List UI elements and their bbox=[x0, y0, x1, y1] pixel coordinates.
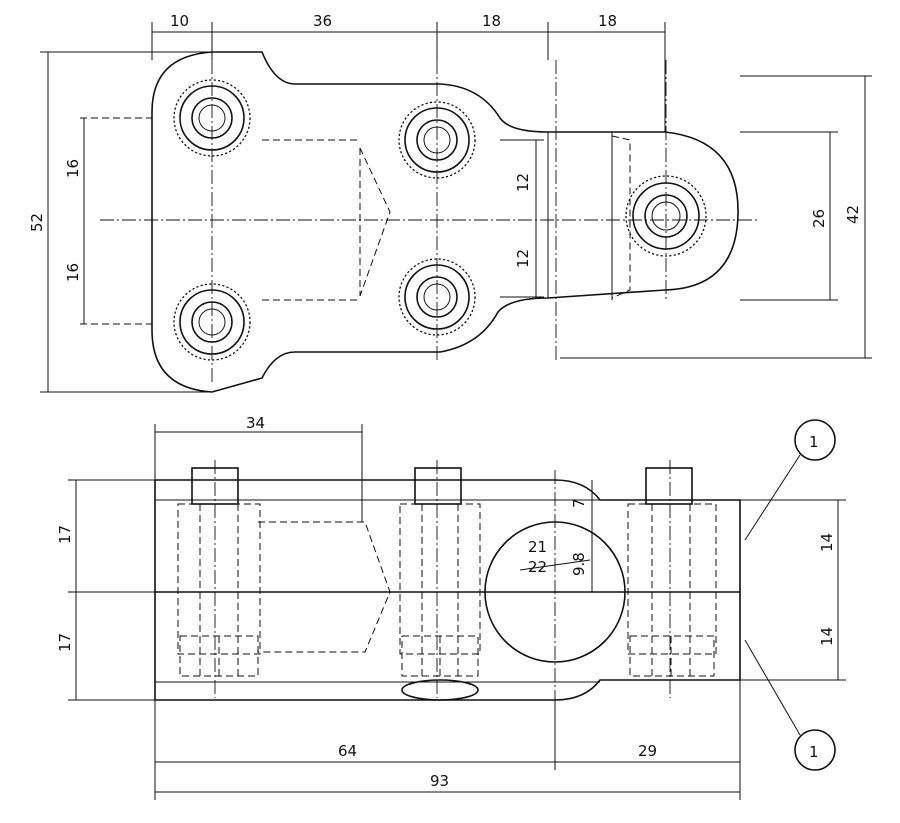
knurled-nut bbox=[398, 101, 476, 179]
dim-21: 21 bbox=[528, 538, 547, 556]
dim-14: 14 bbox=[818, 533, 836, 552]
dim-10: 10 bbox=[170, 12, 189, 30]
top-view-hidden-notch bbox=[359, 147, 391, 297]
knurled-nut bbox=[173, 283, 251, 361]
dim-17: 17 bbox=[56, 633, 74, 652]
dim-34: 34 bbox=[246, 414, 265, 432]
balloon-leader bbox=[744, 639, 801, 736]
dim-93: 93 bbox=[430, 772, 449, 790]
part-number: 1 bbox=[809, 743, 819, 761]
dim-22: 22 bbox=[528, 558, 547, 576]
bolt bbox=[627, 460, 717, 698]
dim-12: 12 bbox=[514, 249, 532, 268]
dim-52: 52 bbox=[28, 213, 46, 232]
dim-9-8: 9.8 bbox=[570, 552, 588, 576]
top-view-outline bbox=[151, 51, 739, 393]
balloon-leader bbox=[744, 454, 801, 541]
dim-42: 42 bbox=[844, 205, 862, 224]
dim-7: 7 bbox=[570, 498, 588, 508]
bolt bbox=[177, 460, 261, 698]
dim-64: 64 bbox=[338, 742, 357, 760]
dim-18: 18 bbox=[482, 12, 501, 30]
top-dimension-chain bbox=[151, 22, 666, 132]
dim-12: 12 bbox=[514, 173, 532, 192]
top-view-hidden-edge bbox=[611, 135, 631, 299]
part-balloon bbox=[794, 729, 836, 771]
dim-18: 18 bbox=[598, 12, 617, 30]
top-view: 10 36 18 18 52 16 16 12 12 26 42 bbox=[28, 12, 872, 393]
dim-36: 36 bbox=[313, 12, 332, 30]
dim-14: 14 bbox=[818, 627, 836, 646]
part-balloon bbox=[794, 419, 836, 461]
knurled-nut bbox=[173, 79, 251, 157]
dim-16: 16 bbox=[64, 159, 82, 178]
bolt bbox=[399, 460, 481, 701]
dim-26: 26 bbox=[810, 209, 828, 228]
knurled-nut bbox=[625, 175, 707, 257]
dim-29: 29 bbox=[638, 742, 657, 760]
nut-underside bbox=[401, 679, 479, 701]
part-number: 1 bbox=[809, 433, 819, 451]
front-view-outline bbox=[154, 479, 741, 701]
bore-leader bbox=[519, 559, 591, 571]
front-view-hidden-notch bbox=[258, 521, 391, 653]
top-view-hidden-edge bbox=[80, 117, 360, 325]
dim-16: 16 bbox=[64, 263, 82, 282]
dim-17: 17 bbox=[56, 525, 74, 544]
knurled-nut bbox=[398, 258, 476, 336]
front-view: 34 17 17 7 9.8 21 22 14 14 64 29 93 1 bbox=[56, 414, 846, 800]
